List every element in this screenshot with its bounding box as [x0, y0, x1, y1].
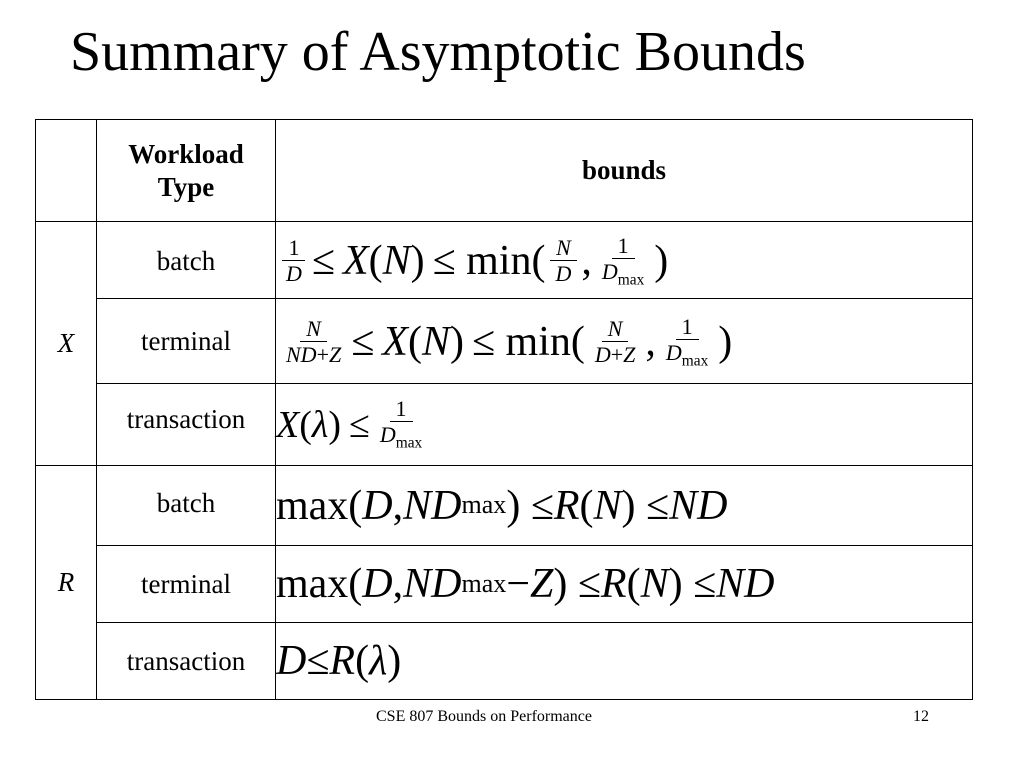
- workload-type-cell: batch: [96, 465, 276, 546]
- header-empty-cell: [35, 119, 97, 222]
- workload-type-cell: batch: [96, 221, 276, 299]
- formula-r-transaction: D ≤ R(λ): [275, 622, 973, 700]
- header-row: Workload Type bounds: [35, 119, 973, 222]
- page-number: 12: [913, 708, 929, 725]
- table-row: transaction D ≤ R(λ): [36, 622, 973, 700]
- group-label-x: X: [35, 221, 97, 466]
- group-label-r: R: [35, 465, 97, 700]
- header-workload-type: Workload Type: [96, 119, 276, 222]
- workload-type-cell: transaction: [96, 383, 276, 466]
- slide-title: Summary of Asymptotic Bounds: [70, 21, 806, 83]
- workload-type-cell: terminal: [96, 545, 276, 623]
- header-bounds: bounds: [275, 119, 973, 222]
- workload-type-cell: terminal: [96, 298, 276, 384]
- footer-course: CSE 807 Bounds on Performance: [376, 708, 592, 725]
- workload-type-cell: transaction: [96, 622, 276, 700]
